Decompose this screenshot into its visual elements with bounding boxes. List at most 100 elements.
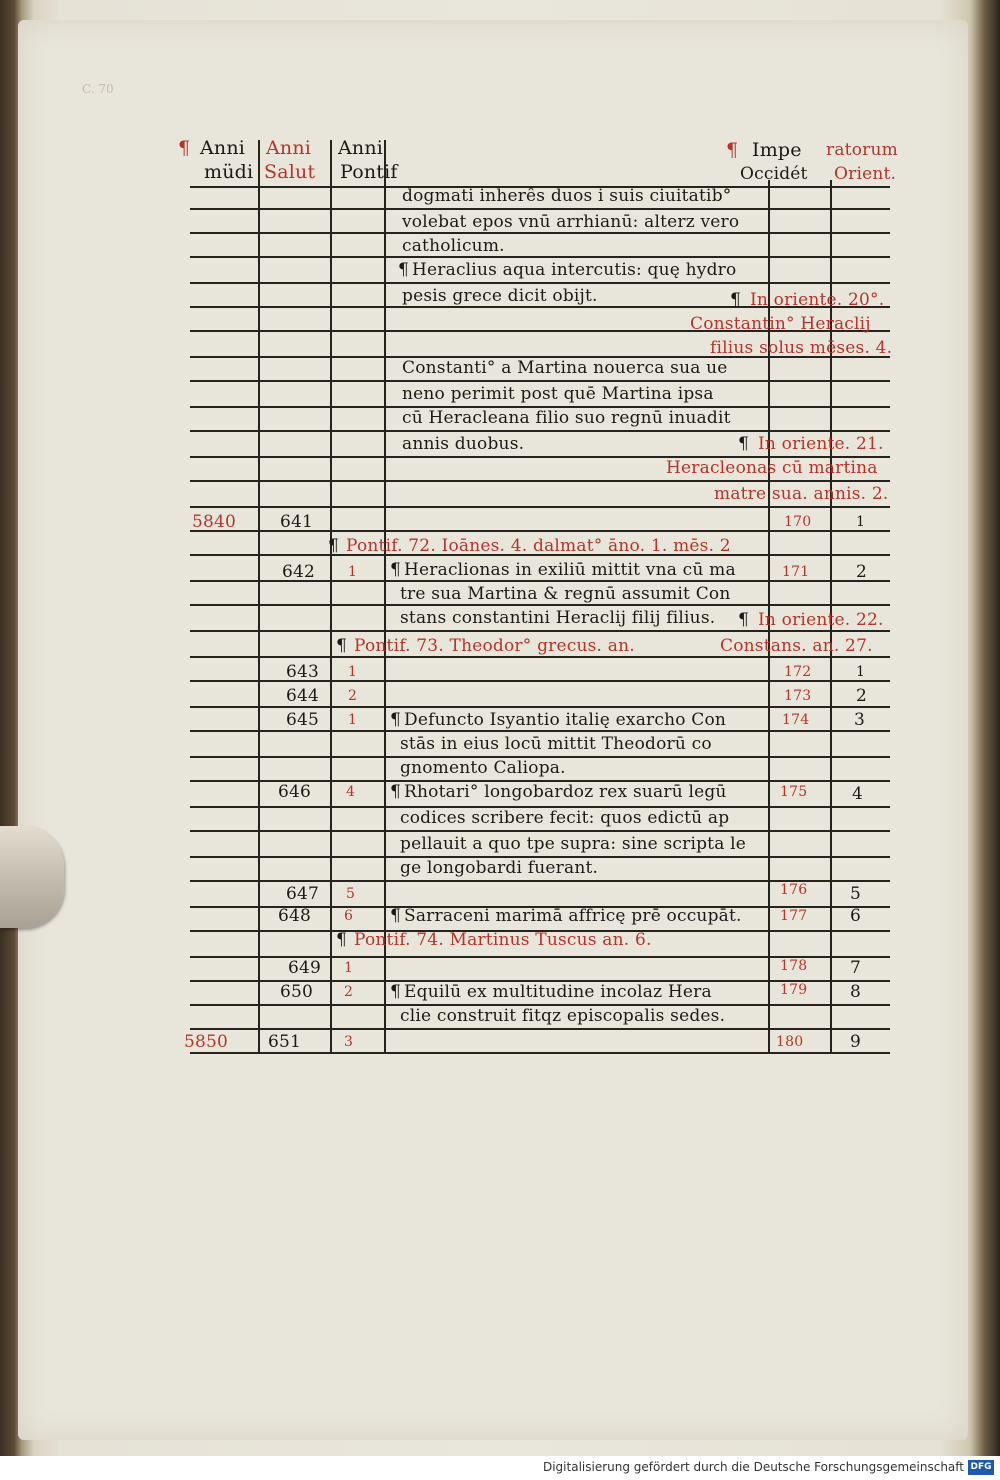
- anni-pontif-cell: 4: [346, 784, 356, 800]
- red-line: Pontif. 74. Martinus Tuscus an. 6.: [354, 930, 652, 950]
- header-imperatorum-red: ratorum: [826, 140, 898, 160]
- pilcrow-mark: ¶: [726, 139, 739, 161]
- footer-credit-text: Digitalisierung gefördert durch die Deut…: [542, 1460, 964, 1474]
- orient-year-cell: 2: [856, 562, 868, 582]
- text-line: Defuncto Isyantio italię exarcho Con: [404, 710, 727, 730]
- row-rule: [190, 186, 890, 188]
- pilcrow-mark: ¶: [390, 710, 402, 730]
- red-line: Pontif. 73. Theodor° grecus. an.: [354, 636, 635, 656]
- anni-pontif-cell: 3: [344, 1034, 354, 1050]
- text-line: cū Heracleana filio suo regnū inuadit: [402, 408, 731, 428]
- occident-year-cell: 174: [782, 712, 810, 728]
- occident-year-cell: 179: [780, 982, 808, 998]
- anni-salutis-cell: 649: [288, 958, 322, 978]
- orient-year-cell: 3: [854, 710, 866, 730]
- text-line: Rhotari° longobardoz rex suarū legū: [404, 782, 727, 802]
- row-rule: [190, 756, 890, 758]
- text-line: tre sua Martina & regnū assumit Con: [400, 584, 731, 604]
- text-line: pellauit a quo tpe supra: sine scripta l…: [400, 834, 747, 854]
- orient-year-cell: 4: [852, 784, 864, 804]
- red-line: Constantin° Heraclij: [690, 314, 871, 334]
- anni-pontif-cell: 1: [348, 712, 358, 728]
- header-pontif: Pontif: [340, 161, 398, 183]
- column-rule-occident: [768, 180, 770, 1052]
- pilcrow-mark: ¶: [390, 560, 402, 580]
- pilcrow-mark: ¶: [390, 982, 402, 1002]
- row-rule: [190, 430, 890, 432]
- anni-pontif-cell: 5: [346, 886, 356, 902]
- column-rule-pontif: [384, 140, 386, 1052]
- row-rule: [190, 256, 890, 258]
- anni-pontif-cell: 2: [344, 984, 354, 1000]
- row-rule: [190, 306, 890, 308]
- row-rule: [190, 956, 890, 958]
- red-line: matre sua. annis. 2.: [714, 484, 889, 504]
- anni-salutis-cell: 642: [282, 562, 316, 582]
- red-line: In oriente. 21.: [758, 434, 884, 454]
- anni-pontif-cell: 1: [348, 664, 358, 680]
- row-rule: [190, 806, 890, 808]
- orient-year-cell: 6: [850, 906, 862, 926]
- occident-year-cell: 170: [784, 514, 812, 530]
- row-rule: [190, 208, 890, 210]
- pilcrow-mark: ¶: [328, 536, 340, 556]
- row-rule: [190, 480, 890, 482]
- row-rule: [190, 706, 890, 708]
- row-rule: [190, 580, 890, 582]
- row-rule: [190, 554, 890, 556]
- red-line: Heracleonas cū martina: [666, 458, 878, 478]
- column-rule-mundi: [258, 140, 260, 1052]
- anni-pontif-cell: 1: [348, 564, 358, 580]
- anni-salutis-cell: 647: [286, 884, 320, 904]
- column-rule-orient: [830, 180, 832, 1052]
- row-rule: [190, 856, 890, 858]
- row-rule: [190, 530, 890, 532]
- header-anni-mundi: Anni: [200, 137, 246, 159]
- red-line: In oriente. 22.: [758, 610, 884, 630]
- row-rule: [190, 656, 890, 658]
- anni-mundi-cell: 5840: [192, 512, 237, 532]
- page-clip: [0, 826, 64, 928]
- red-line: Constans. an. 27.: [720, 636, 873, 656]
- anni-salutis-cell: 646: [278, 782, 312, 802]
- column-rule-salutis: [330, 140, 332, 1052]
- text-line: stās in eius locū mittit Theodorū co: [400, 734, 712, 754]
- pilcrow-mark: ¶: [730, 290, 742, 310]
- row-rule: [190, 282, 890, 284]
- anni-salutis-cell: 648: [278, 906, 312, 926]
- text-line: gnomento Caliopa.: [400, 758, 566, 778]
- pilcrow-mark: ¶: [738, 434, 750, 454]
- row-rule: [190, 356, 890, 358]
- orient-year-cell: 1: [856, 664, 866, 680]
- header-orient: Orient.: [834, 164, 897, 184]
- text-line: codices scribere fecit: quos edictū ap: [400, 808, 730, 828]
- anni-pontif-cell: 2: [348, 688, 358, 704]
- text-line: Sarraceni marimā affricę prē occupāt.: [404, 906, 742, 926]
- red-line: Pontif. 72. Ioānes. 4. dalmat° āno. 1. m…: [346, 536, 731, 556]
- anni-salutis-cell: 643: [286, 662, 320, 682]
- red-line: filius solus mēses. 4.: [710, 338, 893, 358]
- header-salutis: Salut: [264, 161, 316, 183]
- text-line: neno perimit post quē Martina ipsa: [402, 384, 714, 404]
- anni-salutis-cell: 645: [286, 710, 320, 730]
- occident-year-cell: 180: [776, 1034, 804, 1050]
- occident-year-cell: 171: [782, 564, 810, 580]
- occident-year-cell: 173: [784, 688, 812, 704]
- text-line: dogmati inherês duos i suis ciuitatib°: [402, 186, 732, 206]
- pilcrow-mark: ¶: [336, 930, 348, 950]
- row-rule: [190, 406, 890, 408]
- occident-year-cell: 177: [780, 908, 808, 924]
- row-rule: [190, 680, 890, 682]
- text-line: Heraclius aqua intercutis: quę hydro: [412, 260, 737, 280]
- text-line: stans constantini Heraclij filij filius.: [400, 608, 716, 628]
- digitization-footer: Digitalisierung gefördert durch die Deut…: [0, 1456, 1000, 1480]
- occident-year-cell: 175: [780, 784, 808, 800]
- orient-year-cell: 5: [850, 884, 862, 904]
- row-rule: [190, 232, 890, 234]
- anni-pontif-cell: 6: [344, 908, 354, 924]
- row-rule: [190, 456, 890, 458]
- pilcrow-mark: ¶: [178, 137, 191, 159]
- row-rule: [190, 1052, 890, 1054]
- row-rule: [190, 880, 890, 882]
